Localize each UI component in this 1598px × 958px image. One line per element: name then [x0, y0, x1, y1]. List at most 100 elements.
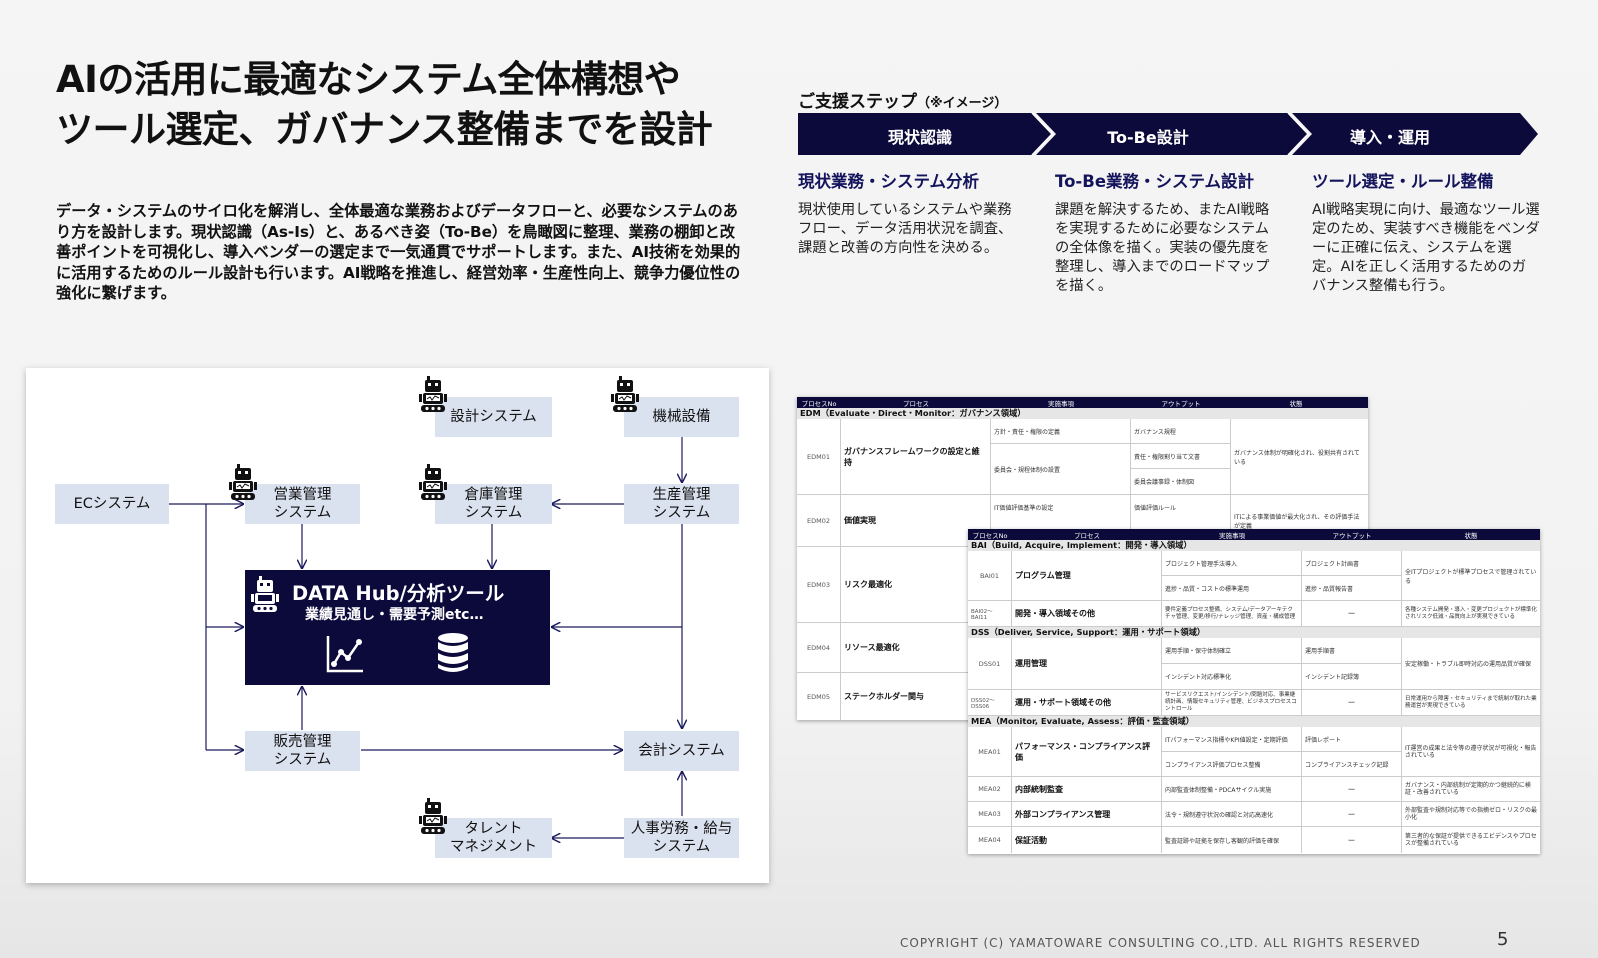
row-output: プロジェクト計画書	[1302, 551, 1401, 576]
row-item: IT価値評価基準の設定	[994, 505, 1054, 512]
node-machine: 機械設備	[624, 397, 739, 437]
row-output: 運用手順書	[1302, 638, 1401, 664]
chevron-label-3: 導入・運用	[1349, 128, 1430, 147]
table-row: MEA02 内部統制監査 内部監査体制整備・PDCAサイクル実施 ー ガバナンス…	[968, 777, 1540, 802]
table1-header-cell: プロセスNo	[801, 399, 837, 408]
table1-header-cell: プロセス	[903, 399, 929, 408]
row-output: ガバナンス規程	[1131, 419, 1230, 444]
process-table-front: プロセスNo プロセス 実施事項 アウトプット 状態 BAI（Build, Ac…	[968, 529, 1540, 854]
row-no: EDM02	[797, 495, 841, 546]
table2-header: プロセスNo プロセス 実施事項 アウトプット 状態	[968, 529, 1540, 540]
system-diagram: ECシステム 設計システム 機械設備 営業管理 システム 倉庫管理 システム 生…	[26, 368, 769, 883]
row-process: 内部統制監査	[1012, 777, 1162, 801]
table2-section: BAI（Build, Acquire, Implement：開発・導入領域）	[968, 540, 1540, 551]
row-output: ー	[1302, 827, 1402, 853]
node-retail-mgmt: 販売管理 システム	[245, 731, 360, 771]
row-no: EDM03	[797, 547, 841, 622]
steps-label: ご支援ステップ（※イメージ）	[798, 87, 1007, 112]
row-item: プロジェクト管理手法導入	[1162, 551, 1301, 576]
row-process: 外部コンプライアンス管理	[1012, 802, 1162, 826]
node-production-line1: 生産管理	[652, 487, 711, 503]
table2-header-cell: 実施事項	[1219, 531, 1245, 540]
row-output: 委員会議事録・体制図	[1134, 479, 1195, 486]
row-output: ー	[1302, 601, 1402, 626]
row-output: ー	[1302, 690, 1402, 715]
node-sales-line1: 営業管理	[273, 487, 332, 503]
row-no: DSS01	[968, 638, 1012, 689]
row-status: 日常運用から障害・セキュリティまで統制が取れた業務運営が実現できている	[1405, 695, 1537, 709]
row-outputs: ガバナンス規程 責任・権限割り当て文書 委員会議事録・体制図	[1131, 419, 1231, 494]
step-heading-2: To-Be業務・システム設計	[1055, 172, 1255, 191]
row-output: インシデント記録簿	[1305, 674, 1360, 681]
row-no: MEA03	[968, 802, 1012, 826]
row-output: ー	[1302, 777, 1402, 801]
diagram-connectors	[169, 436, 769, 883]
row-no: EDM01	[797, 419, 841, 494]
chevron-label-2: To-Be設計	[1107, 128, 1189, 147]
row-process: 保証活動	[1012, 827, 1162, 853]
robot-icon	[419, 464, 447, 500]
chevron-3	[1292, 113, 1538, 155]
table-row: BAI02～BAI11 開発・導入領域その他 要件定義プロセス整備、システム/デ…	[968, 601, 1540, 627]
table-row: MEA01 パフォーマンス・コンプライアンス評価 ITパフォーマンス指標やKPI…	[968, 727, 1540, 777]
row-no: MEA04	[968, 827, 1012, 853]
row-outputs: プロジェクト計画書 進捗・品質報告書	[1302, 551, 1402, 600]
row-process: ステークホルダー関与	[841, 673, 971, 720]
table2-header-cell: アウトプット	[1332, 531, 1372, 540]
hub-subtitle: 業績見通し・需要予測etc…	[305, 607, 484, 623]
node-warehouse-line1: 倉庫管理	[464, 487, 523, 503]
steps-label-note: （※イメージ）	[917, 96, 1008, 111]
node-hr-line1: 人事労務・給与	[630, 821, 733, 837]
row-status: 第三者的な保証が提供できるエビデンスやプロセスが整備されている	[1405, 833, 1537, 847]
data-hub-box: DATA Hub/分析ツール 業績見通し・需要予測etc…	[245, 570, 550, 685]
hub-title: DATA Hub/分析ツール	[292, 582, 505, 605]
row-items: プロジェクト管理手法導入 進捗・品質・コストの標準運用	[1162, 551, 1302, 600]
step-heading-3: ツール選定・ルール整備	[1312, 172, 1494, 191]
copyright-footer: COPYRIGHT (C) YAMATOWARE CONSULTING CO.,…	[900, 936, 1421, 950]
robot-icon	[419, 376, 447, 412]
node-ec-system: ECシステム	[55, 484, 169, 524]
node-warehouse-mgmt: 倉庫管理 システム	[435, 484, 552, 524]
node-retail-line1: 販売管理	[273, 734, 332, 750]
table1-header-cell: アウトプット	[1161, 399, 1201, 408]
row-process: リスク最適化	[841, 547, 971, 622]
chevron-label-1: 現状認識	[887, 128, 952, 147]
row-item: 運用手順・保守体制確立	[1162, 638, 1301, 664]
node-hr-payroll: 人事労務・給与 システム	[624, 818, 739, 858]
table2-header-cell: プロセスNo	[972, 531, 1008, 540]
row-item: 監査証跡や証拠を保存し客観的評価を確保	[1162, 827, 1302, 853]
row-item: 方針・責任・権限の定義	[991, 419, 1130, 444]
steps-chevrons	[798, 112, 1538, 156]
row-output: 評価レポート	[1302, 727, 1401, 752]
node-warehouse-line2: システム	[464, 505, 523, 521]
database-icon	[438, 633, 468, 672]
row-output: 責任・権限割り当て文書	[1131, 444, 1230, 469]
row-status: ガバナンス体制が明確化され、役割共有されている	[1234, 449, 1360, 466]
row-outputs: 評価レポート コンプライアンスチェック記録	[1302, 727, 1402, 776]
row-items: 運用手順・保守体制確立 インシデント対応標準化	[1162, 638, 1302, 689]
row-process: パフォーマンス・コンプライアンス評価	[1012, 727, 1162, 776]
row-item: 法令・規制遵守状況の確認と対応高速化	[1162, 802, 1302, 826]
table1-header-cell: 実施事項	[1048, 399, 1074, 408]
row-status: 外部監査や規制対応等での指摘ゼロ・リスクの最小化	[1405, 807, 1538, 821]
step-text-3: AI戦略実現に向け、最適なツール選定のため、実装すべき機能をベンダーに正確に伝え…	[1312, 202, 1540, 294]
row-output: 価値評価ルール	[1134, 505, 1177, 512]
title-line-1: AIの活用に最適なシステム全体構想や	[56, 58, 681, 101]
table2-section: DSS（Deliver, Service, Support：運用・サポート領域）	[968, 627, 1540, 638]
node-sales-line2: システム	[273, 505, 332, 521]
table-row: MEA04 保証活動 監査証跡や証拠を保存し客観的評価を確保 ー 第三者的な保証…	[968, 827, 1540, 853]
row-item: 要件定義プロセス整備、システム/データアーキテクチャ管理、変更/移行/ナレッジ管…	[1162, 601, 1302, 626]
description-text: データ・システムのサイロ化を解消し、全体最適な業務およびデータフローと、必要なシ…	[56, 202, 741, 302]
row-item: 進捗・品質・コストの標準運用	[1165, 585, 1250, 593]
node-accounting: 会計システム	[624, 731, 739, 771]
table-row: DSS01 運用管理 運用手順・保守体制確立 インシデント対応標準化 運用手順書…	[968, 638, 1540, 690]
row-output: 進捗・品質報告書	[1305, 585, 1354, 593]
step-heading-1: 現状業務・システム分析	[798, 172, 980, 191]
row-items: IT価値評価基準の設定	[991, 495, 1131, 546]
table2-header-cell: 状態	[1464, 531, 1478, 540]
row-process: ガバナンスフレームワークの設定と維持	[841, 419, 991, 494]
node-hr-line2: システム	[652, 839, 711, 855]
robot-icon	[251, 576, 279, 612]
step-text-2: 課題を解決するため、またAI戦略を実現するために必要なシステムの全体像を描く。実…	[1055, 202, 1270, 294]
row-item: 委員会・規程体制の設置	[994, 466, 1061, 474]
